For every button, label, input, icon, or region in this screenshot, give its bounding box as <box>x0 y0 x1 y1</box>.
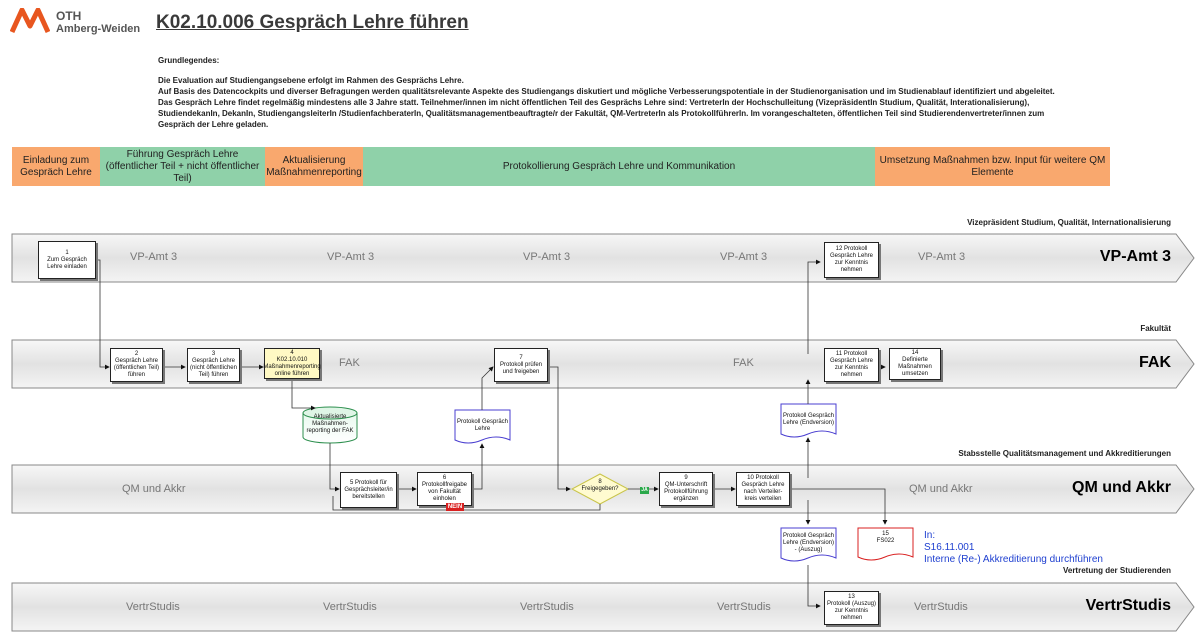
step-10-distribute[interactable]: 10 Protokoll Gespräch Lehre nach Verteil… <box>736 472 790 506</box>
lane-vs-watermark: VertrStudis <box>914 601 968 613</box>
lane-fak-caption: Fakultät <box>1140 324 1171 333</box>
doc-protocol-final-label: Protokoll Gespräch Lehre (Endversion) <box>782 413 835 426</box>
lane-vs-name: VertrStudis <box>1085 597 1171 614</box>
intro-line1: Die Evaluation auf Studiengangsebene erf… <box>158 76 464 85</box>
lane-qm-caption: Stabsstelle Qualitätsmanagement und Akkr… <box>958 449 1171 458</box>
step-12-vp-acknowledge[interactable]: 12 Protokoll Gespräch Lehre zur Kenntnis… <box>824 242 879 278</box>
step-15-fs022[interactable]: 15 FS022 <box>876 531 895 544</box>
step-14-implement[interactable]: 14 Definierte Maßnahmen umsetzen <box>889 348 941 380</box>
lane-qm-watermark: QM und Akkr <box>122 483 186 495</box>
lane-vp-watermark: VP-Amt 3 <box>918 251 966 263</box>
lane-vp <box>11 233 1195 283</box>
oth-logo-icon <box>10 8 50 34</box>
lane-vp-name: VP-Amt 3 <box>1099 248 1171 265</box>
lane-qm-name: QM und Akkr <box>1072 479 1171 496</box>
lane-fak-watermark: FAK <box>339 357 360 369</box>
phase-protocol: Protokollierung Gespräch Lehre und Kommu… <box>363 147 875 186</box>
page-title: K02.10.006 Gespräch Lehre führen <box>156 12 469 33</box>
step-8-decision[interactable]: 8 Freigegeben? <box>581 479 619 492</box>
lane-vp-caption: Vizepräsident Studium, Qualität, Interna… <box>967 218 1171 227</box>
lane-vs-caption: Vertretung der Studierenden <box>1062 566 1171 575</box>
intro-heading: Grundlegendes: <box>158 56 220 65</box>
interface-process-name[interactable]: Interne (Re-) Akkreditierung durchführen <box>924 554 1103 565</box>
lane-fak-name: FAK <box>1139 354 1171 371</box>
lane-qm-watermark: QM und Akkr <box>909 483 973 495</box>
phase-invitation: Einladung zum Gespräch Lehre <box>12 147 100 186</box>
phase-conduct: Führung Gespräch Lehre (öffentlicher Tei… <box>100 147 265 186</box>
interface-process-id[interactable]: S16.11.001 <box>924 542 975 553</box>
oth-logo: OTH Amberg-Weiden <box>10 8 150 38</box>
lane-fak-watermark: FAK <box>733 357 754 369</box>
lane-vp-watermark: VP-Amt 3 <box>130 251 178 263</box>
phase-implementation: Umsetzung Maßnahmen bzw. Input für weite… <box>875 147 1110 186</box>
lane-vp-watermark: VP-Amt 3 <box>327 251 375 263</box>
db-shape <box>302 406 358 444</box>
lane-vs-watermark: VertrStudis <box>717 601 771 613</box>
doc1-shape <box>454 409 511 444</box>
intro-line5: Gespräch der Lehre geladen. <box>158 120 269 129</box>
yes-badge: JA <box>640 487 649 494</box>
doc3-shape <box>780 527 837 562</box>
step-5-provide-protocol[interactable]: 5 Protokoll für Gesprächsleiter/in berei… <box>340 472 397 508</box>
step-3-private-part[interactable]: 3 Gespräch Lehre (nicht öffentlichen Tei… <box>187 348 240 382</box>
step-13-students-acknowledge[interactable]: 13 Protokoll (Auszug) zur Kenntnis nehme… <box>824 591 879 625</box>
intro-line4: StudiendekanIn, DekanIn, Studiengangslei… <box>158 109 1045 118</box>
step-1-invite[interactable]: 1 Zum Gespräch Lehre einladen <box>38 241 96 279</box>
lane-vs-watermark: VertrStudis <box>520 601 574 613</box>
logo-line2: Amberg-Weiden <box>56 23 141 35</box>
intro-line3: Das Gespräch Lehre findet regelmäßig min… <box>158 98 1030 107</box>
lane-vp-watermark: VP-Amt 3 <box>523 251 571 263</box>
lane-vs <box>11 582 1195 632</box>
step-6-get-approval[interactable]: 6 Protokollfreigabe von Fakultät einhole… <box>417 472 472 506</box>
db-reporting-label: Aktualisierte Maßnahmen-reporting der FA… <box>306 414 354 434</box>
doc2-shape <box>780 403 837 438</box>
logo-line1: OTH <box>56 9 82 23</box>
doc-protocol-label: Protokoll Gespräch Lehre <box>456 419 509 432</box>
intro-line2: Auf Basis des Datencockpits und diverser… <box>158 87 1055 96</box>
fs022-shape <box>857 527 914 561</box>
step-9-qm-signature[interactable]: 9 QM-Unterschrift Protokollführung ergän… <box>659 472 713 506</box>
phase-update-reporting: Aktualisierung Maßnahmenreporting <box>265 147 363 186</box>
step-2-public-part[interactable]: 2 Gespräch Lehre (öffentlichen Teil) füh… <box>110 348 163 382</box>
no-badge: NEIN <box>446 503 464 511</box>
step-7-review-approve[interactable]: 7 Protokoll prüfen und freigeben <box>494 348 548 382</box>
step-11-fak-acknowledge[interactable]: 11 Protokoll Gespräch Lehre zur Kenntnis… <box>824 348 879 382</box>
step-4-reporting[interactable]: 4 K02.10.010 Maßnahmenreporting online f… <box>263 348 321 379</box>
lane-vp-watermark: VP-Amt 3 <box>720 251 768 263</box>
lane-vs-watermark: VertrStudis <box>323 601 377 613</box>
lane-vs-watermark: VertrStudis <box>126 601 180 613</box>
interface-in-label: In: <box>924 530 936 541</box>
doc-protocol-excerpt-label: Protokoll Gespräch Lehre (Endversion) - … <box>782 533 835 553</box>
